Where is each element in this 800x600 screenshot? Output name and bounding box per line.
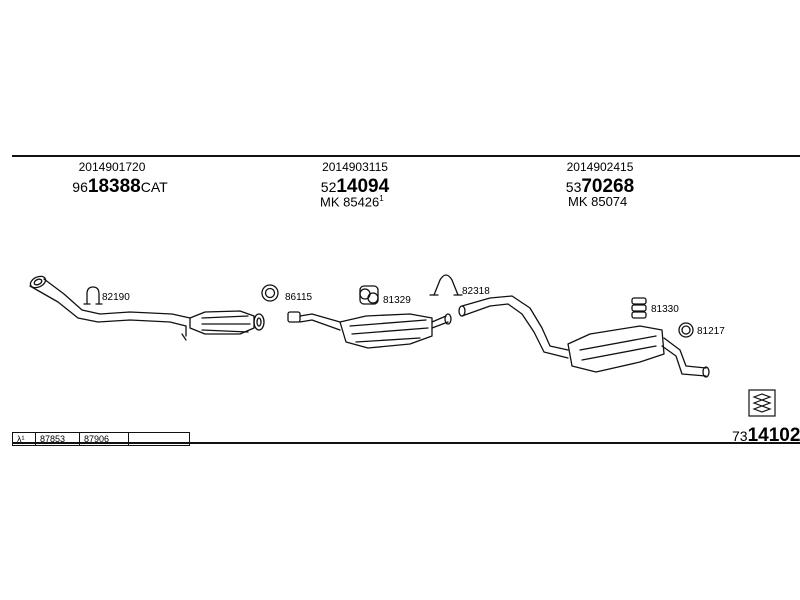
diagram-reference-number: 7314102 — [732, 425, 800, 447]
oe-number-3: 2014902415 — [566, 160, 634, 174]
part-label-82190: 82190 — [102, 292, 130, 303]
clamp-82318-icon — [429, 274, 463, 296]
mount-81330-icon — [631, 297, 647, 319]
clamp-82190-icon — [83, 286, 103, 305]
gasket-86115-icon — [261, 284, 279, 302]
part-number-2-prefix: 52 — [320, 179, 337, 195]
mk-number-3: MK 85074 — [568, 194, 628, 209]
lambda-cell-2: 87906 — [80, 433, 129, 445]
part-number-2-main: 14094 — [336, 176, 390, 197]
part-label-82318: 82318 — [462, 286, 490, 297]
part-label-81330: 81330 — [651, 304, 679, 315]
intermediate-pipe — [458, 295, 569, 359]
diagram-reference-main: 14102 — [747, 425, 800, 446]
part-label-86115: 86115 — [285, 292, 313, 303]
part-number-3: 5370268 — [520, 176, 680, 198]
part-number-1-prefix: 96 — [72, 179, 88, 195]
oe-number-1: 2014901720 — [78, 160, 146, 174]
mk-number-2-sup: 1 — [379, 194, 384, 203]
rear-muffler — [567, 325, 710, 378]
part-number-3-main: 70268 — [581, 176, 635, 197]
lambda-cell-3 — [129, 433, 189, 445]
center-muffler — [287, 311, 452, 349]
front-pipe-with-catalyst — [29, 275, 265, 341]
top-divider — [12, 155, 800, 157]
lambda-sensor-table: λ¹ 87853 87906 — [12, 432, 190, 446]
part-number-1-main: 18388 — [87, 176, 141, 197]
part-label-81217: 81217 — [697, 326, 725, 337]
part-number-2: 5214094 — [275, 176, 435, 198]
ring-81217-icon — [678, 322, 694, 338]
part-number-1-suffix: CAT — [140, 179, 168, 195]
part-number-3-prefix: 53 — [565, 179, 582, 195]
mk-number-2: MK 854261 — [320, 194, 384, 209]
lambda-cell-1: 87853 — [36, 433, 80, 445]
mk-number-2-text: MK 85426 — [320, 194, 380, 210]
mount-81329-icon — [359, 285, 379, 305]
lambda-symbol: λ¹ — [13, 433, 36, 445]
catalog-book-icon — [748, 389, 776, 417]
part-number-1: 9618388CAT — [40, 176, 200, 198]
bottom-divider — [12, 442, 800, 444]
diagram-reference-prefix: 73 — [732, 428, 748, 444]
part-label-81329: 81329 — [383, 295, 411, 306]
oe-number-2: 2014903115 — [322, 160, 388, 174]
